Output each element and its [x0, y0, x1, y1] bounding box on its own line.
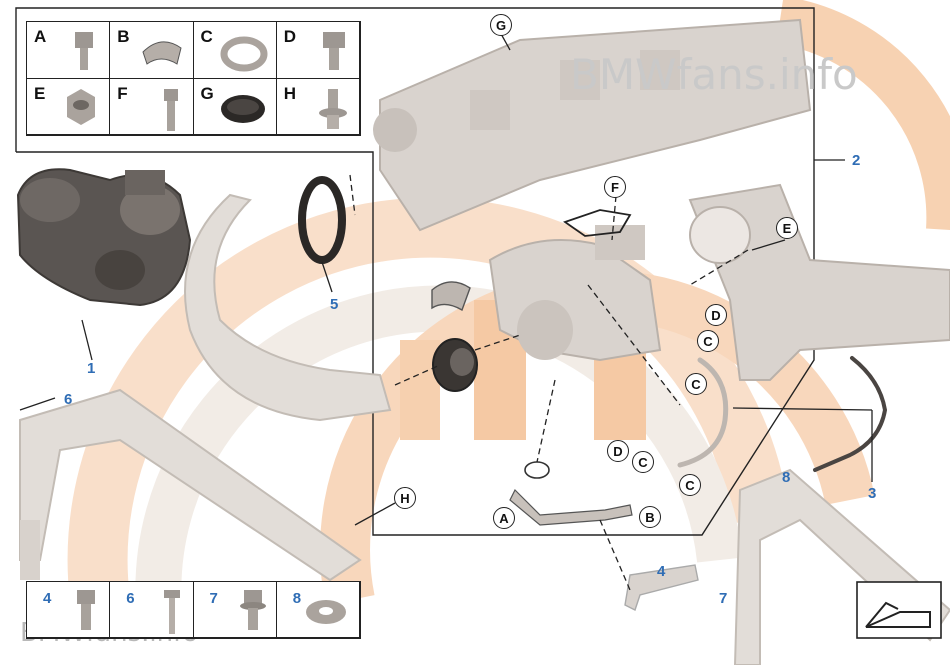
- downpipe: [688, 183, 950, 381]
- letter-d-lower[interactable]: D: [607, 440, 629, 462]
- letter-c-upper[interactable]: C: [697, 330, 719, 352]
- rubber-grommet-icon: [220, 94, 265, 123]
- legend-cell-6[interactable]: 6: [110, 582, 194, 638]
- legend-cell-h[interactable]: H: [276, 78, 360, 135]
- oil-feed-pipe: [677, 357, 729, 468]
- hose-clamp: [431, 281, 471, 312]
- lower-right-bracket: [733, 468, 950, 665]
- callout-6[interactable]: 6: [64, 391, 73, 408]
- letter-c-middle[interactable]: C: [685, 373, 707, 395]
- letter-h[interactable]: H: [394, 487, 416, 509]
- legend-label-4: 4: [43, 590, 52, 607]
- legend-cell-e[interactable]: E: [27, 78, 111, 135]
- sealing-ring-icon: [220, 36, 268, 72]
- turbocharger-part-1: [16, 168, 192, 307]
- legend-label-6: 6: [126, 590, 135, 607]
- legend-cell-c[interactable]: C: [193, 22, 277, 79]
- letter-c-lower-right[interactable]: C: [679, 474, 701, 496]
- long-bolt-icon: [163, 590, 180, 634]
- callout-5[interactable]: 5: [330, 296, 339, 313]
- charge-air-pipe: [184, 193, 392, 422]
- nav-arrow-icon[interactable]: [856, 581, 942, 639]
- stud-bolt-icon: [163, 88, 178, 131]
- callout-7[interactable]: 7: [719, 590, 728, 607]
- banjo-bolt-icon: [75, 32, 94, 70]
- letter-g[interactable]: G: [490, 14, 512, 36]
- legend-label-a: A: [34, 27, 47, 46]
- legend-label-7: 7: [209, 590, 218, 607]
- legend-label-e: E: [34, 83, 46, 103]
- dashed-assembly-lines: [349, 174, 749, 591]
- letter-d-upper[interactable]: D: [705, 304, 727, 326]
- hollow-bolt-icon: [323, 32, 345, 70]
- coolant-pipe-part-3: [813, 356, 888, 472]
- legend-label-h: H: [283, 83, 297, 103]
- letter-c-lower-left[interactable]: C: [632, 451, 654, 473]
- legend-cell-f[interactable]: F: [110, 78, 194, 135]
- collar-screw-icon: [319, 88, 347, 129]
- legend-label-b: B: [117, 27, 130, 46]
- letter-b[interactable]: B: [639, 506, 661, 528]
- letter-a[interactable]: A: [493, 507, 515, 529]
- gasket-f: [563, 209, 632, 237]
- callout-4[interactable]: 4: [657, 563, 666, 580]
- callout-1[interactable]: 1: [87, 360, 96, 377]
- callout-8[interactable]: 8: [782, 469, 791, 486]
- legend-cell-4[interactable]: 4: [27, 582, 111, 638]
- legend-cell-d[interactable]: D: [276, 22, 360, 79]
- gasket-part-5: [298, 176, 346, 264]
- lower-left-pipe: [19, 388, 362, 582]
- legend-cell-g[interactable]: G: [193, 78, 277, 135]
- callout-2[interactable]: 2: [852, 152, 861, 169]
- legend-label-8: 8: [292, 590, 302, 607]
- legend-bottom: 4 6 7 8: [26, 581, 361, 639]
- letter-e[interactable]: E: [776, 217, 798, 239]
- legend-cell-b[interactable]: B: [110, 22, 194, 79]
- bracket-part-4: [624, 564, 699, 611]
- leader-lines: [19, 31, 873, 526]
- assembly-frame: [15, 7, 815, 536]
- washer-icon: [306, 600, 346, 624]
- hose-clamp-icon: [141, 41, 182, 65]
- exhaust-manifold: [373, 18, 812, 232]
- legend-cell-a[interactable]: A: [27, 22, 111, 79]
- legend-label-d: D: [283, 27, 297, 46]
- legend-label-g: G: [200, 83, 214, 103]
- hex-bolt-icon: [77, 590, 96, 630]
- callout-3[interactable]: 3: [868, 485, 877, 502]
- hex-nut-icon: [67, 88, 96, 125]
- rubber-coupling: [432, 338, 478, 392]
- watermark-top: BMWfans.info: [570, 50, 858, 99]
- legend-top: A B C D E F G H: [26, 21, 361, 136]
- letter-f[interactable]: F: [604, 176, 626, 198]
- legend-cell-8[interactable]: 8: [276, 582, 360, 638]
- legend-cell-7[interactable]: 7: [193, 582, 277, 638]
- legend-label-f: F: [117, 83, 128, 103]
- legend-label-c: C: [200, 27, 213, 46]
- washer-bolt-icon: [239, 590, 266, 630]
- oil-return-pipe: [509, 461, 633, 526]
